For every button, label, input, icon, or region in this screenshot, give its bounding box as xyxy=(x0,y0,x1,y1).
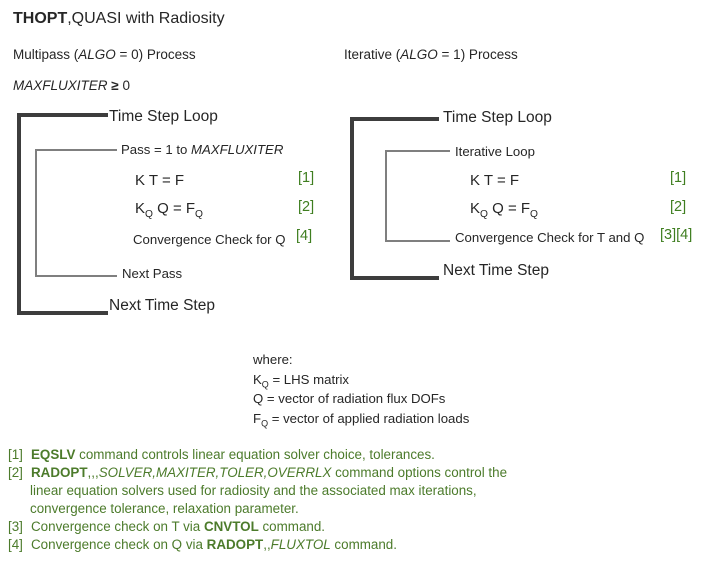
footnote-text: Convergence check on Q via RADOPT,,FLUXT… xyxy=(31,537,397,552)
footnote-marker: [3] xyxy=(8,519,23,534)
iterative-next-time-step-label: Next Time Step xyxy=(443,262,549,279)
multipass-equation-kq: KQ Q = FQ xyxy=(135,200,203,220)
multipass-time-step-loop-label: Time Step Loop xyxy=(109,108,218,125)
footnote-text: Convergence check on T via CNVTOL comman… xyxy=(31,519,325,534)
multipass-ref-2: [2] xyxy=(298,199,315,215)
maxfluxiter-condition: MAXFLUXITER ≥ 0 xyxy=(13,78,130,93)
footnote-text: EQSLV command controls linear equation s… xyxy=(31,447,435,462)
footnote-line: [2] RADOPT,,,SOLVER,MAXITER,TOLER,OVERRLX… xyxy=(8,464,507,482)
iterative-convergence-check-label: Convergence Check for T and Q xyxy=(455,230,645,245)
multipass-convergence-check-label: Convergence Check for Q xyxy=(133,232,286,247)
footnote-line: convergence tolerance, relaxation parame… xyxy=(8,500,507,518)
footnotes: [1] EQSLV command controls linear equatio… xyxy=(8,446,507,554)
footnote-line: [4] Convergence check on Q via RADOPT,,FL… xyxy=(8,536,507,554)
iterative-loop-bracket xyxy=(385,150,450,242)
iterative-ref-2: [2] xyxy=(670,199,687,215)
where-line: FQ = vector of applied radiation loads xyxy=(253,410,470,429)
multipass-next-time-step-label: Next Time Step xyxy=(109,297,215,314)
multipass-timestep-loop-bracket xyxy=(17,113,108,315)
iterative-process-heading: Iterative (ALGO = 1) Process xyxy=(344,47,518,62)
footnote-text: RADOPT,,,SOLVER,MAXITER,TOLER,OVERRLX co… xyxy=(31,465,508,480)
iterative-equation-kq: KQ Q = FQ xyxy=(470,200,538,220)
footnote-marker: [1] xyxy=(8,447,23,462)
footnote-line: [1] EQSLV command controls linear equatio… xyxy=(8,446,507,464)
multipass-ref-1: [1] xyxy=(298,170,315,186)
iterative-timestep-loop-bracket xyxy=(350,117,439,280)
multipass-next-pass-label: Next Pass xyxy=(122,266,183,281)
where-line: where: xyxy=(253,352,293,367)
footnote-text: convergence tolerance, relaxation parame… xyxy=(30,501,299,516)
footnote-line: [3] Convergence check on T via CNVTOL com… xyxy=(8,518,507,536)
multipass-ref-4: [4] xyxy=(296,228,313,244)
footnote-text: linear equation solvers used for radiosi… xyxy=(30,483,477,498)
footnote-line: linear equation solvers used for radiosi… xyxy=(8,482,507,500)
multipass-pass-loop-bracket xyxy=(35,149,117,277)
footnote-marker: [2] xyxy=(8,465,23,480)
iterative-time-step-loop-label: Time Step Loop xyxy=(443,109,552,126)
iterative-loop-label: Iterative Loop xyxy=(455,144,535,159)
multipass-equation-kt: K T = F xyxy=(135,172,185,189)
iterative-ref-3-4: [3][4] xyxy=(660,227,693,243)
multipass-pass-loop-label: Pass = 1 to MAXFLUXITER xyxy=(121,142,284,157)
iterative-equation-kt: K T = F xyxy=(470,172,520,189)
iterative-ref-1: [1] xyxy=(670,170,687,186)
page-title: THOPT,QUASI with Radiosity xyxy=(13,10,225,27)
footnote-marker: [4] xyxy=(8,537,23,552)
where-line: KQ = LHS matrix xyxy=(253,371,350,390)
where-line: Q = vector of radiation flux DOFs xyxy=(253,391,446,406)
multipass-process-heading: Multipass (ALGO = 0) Process xyxy=(13,47,196,62)
